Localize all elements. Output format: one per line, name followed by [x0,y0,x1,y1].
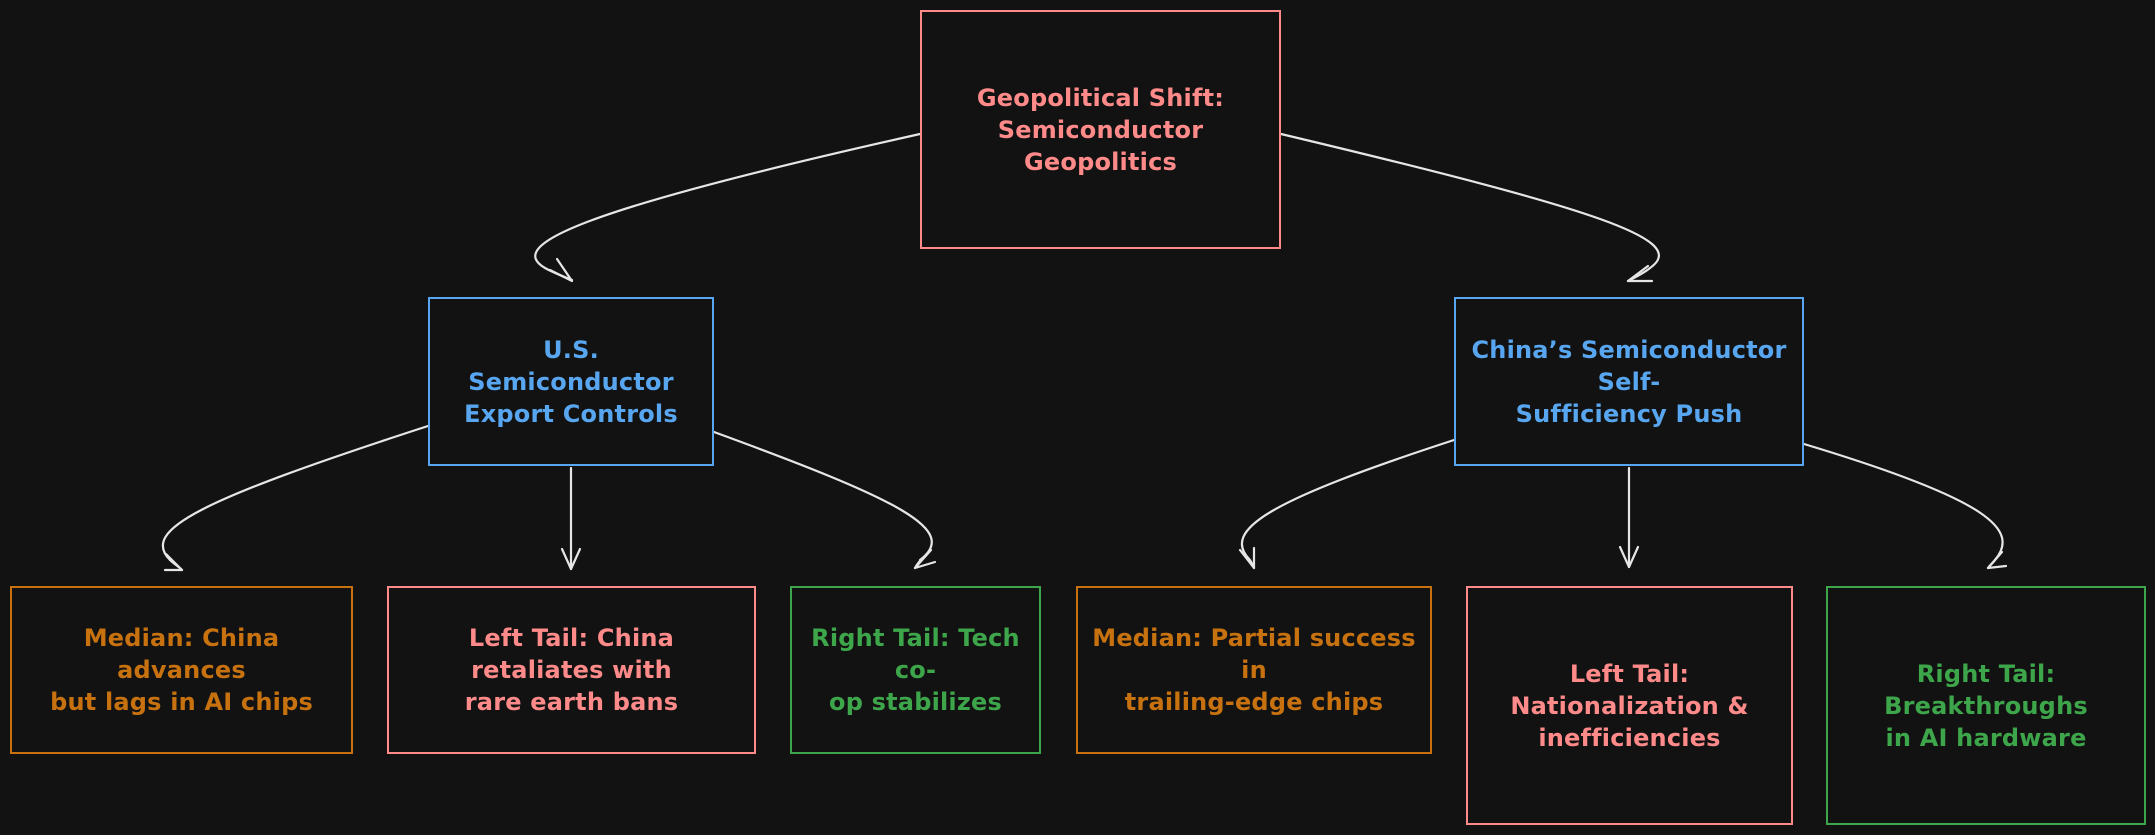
node-china-self-sufficiency: China’s Semiconductor Self- Sufficiency … [1454,297,1804,466]
node-label: Right Tail: Breakthroughs in AI hardware [1842,658,2130,754]
node-label: Geopolitical Shift: Semiconductor Geopol… [936,82,1265,178]
node-label-line: trailing-edge chips [1124,688,1384,716]
node-label-line: U.S. Semiconductor [468,335,674,396]
node-label-line: Left Tail: China retaliates with [468,624,675,684]
node-label: China’s Semiconductor Self- Sufficiency … [1470,334,1788,430]
edge-root-to-china [1279,132,1660,283]
node-label: U.S. Semiconductor Export Controls [444,334,698,430]
edge-china-to-china-median [1238,438,1456,570]
node-us-right-tail: Right Tail: Tech co- op stabilizes [790,586,1041,754]
node-label-line: Left Tail: Nationalization & [1510,659,1749,720]
node-label-line: in AI hardware [1885,723,2087,752]
edge-us-to-us-left-tail [560,466,582,571]
node-us-left-tail: Left Tail: China retaliates with rare ea… [387,586,756,754]
node-label-line: inefficiencies [1538,723,1721,752]
node-label: Left Tail: Nationalization & inefficienc… [1482,658,1777,754]
node-china-median: Median: Partial success in trailing-edge… [1076,586,1432,754]
node-label-line: rare earth bans [464,688,679,716]
edge-china-to-china-left-tail [1618,466,1640,569]
edge-us-to-us-right-tail [712,430,937,570]
node-label: Right Tail: Tech co- op stabilizes [806,622,1025,718]
node-china-right-tail: Right Tail: Breakthroughs in AI hardware [1826,586,2146,825]
node-label-line: Semiconductor Geopolitics [997,115,1204,176]
node-label-line: but lags in AI chips [50,688,313,716]
node-label-line: op stabilizes [829,688,1002,716]
node-label: Median: Partial success in trailing-edge… [1092,622,1416,718]
node-label: Median: China advances but lags in AI ch… [26,622,337,718]
node-label-line: China’s Semiconductor Self- [1471,335,1787,396]
node-label-line: Median: Partial success in [1092,624,1416,684]
edge-root-to-us [534,132,922,283]
node-label-line: Geopolitical Shift: [976,83,1225,112]
node-label-line: Right Tail: Breakthroughs [1884,659,2088,720]
node-label-line: Right Tail: Tech co- [811,624,1020,684]
node-label: Left Tail: China retaliates with rare ea… [403,622,740,718]
node-us-median: Median: China advances but lags in AI ch… [10,586,353,754]
node-geopolitical-shift: Geopolitical Shift: Semiconductor Geopol… [920,10,1281,249]
edge-us-to-us-median [161,424,430,572]
node-label-line: Median: China advances [83,624,280,684]
node-us-export-controls: U.S. Semiconductor Export Controls [428,297,714,466]
node-china-left-tail: Left Tail: Nationalization & inefficienc… [1466,586,1793,825]
edge-china-to-china-right-tail [1802,442,2008,570]
node-label-line: Sufficiency Push [1515,399,1743,428]
node-label-line: Export Controls [464,399,678,428]
